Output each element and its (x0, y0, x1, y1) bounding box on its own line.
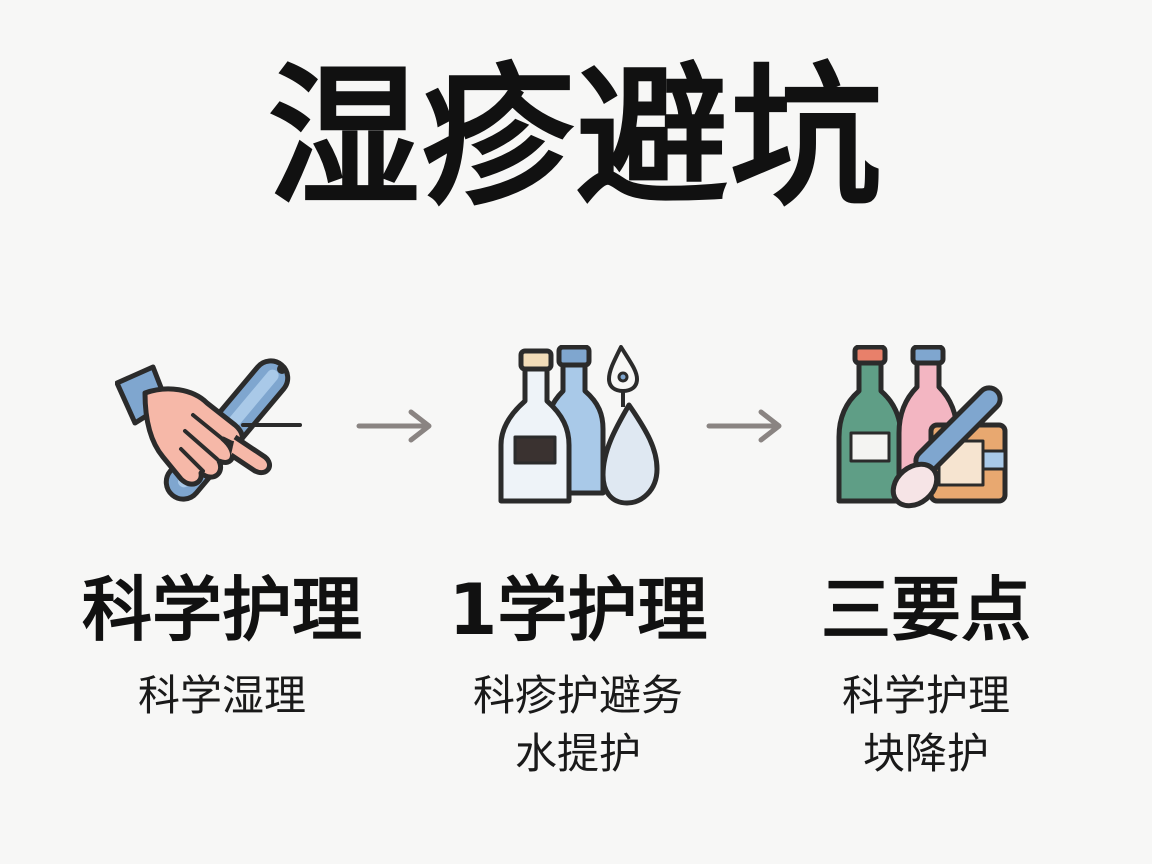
step-2-description: 科疹护避务 水提护 (472, 671, 683, 778)
bottles-and-spatula-icon (835, 345, 1020, 515)
bottles-and-droplet-icon (495, 345, 665, 510)
step-3-description: 科学护理 块降护 (841, 671, 1010, 778)
step-3-title: 三要点 (821, 569, 1031, 651)
hand-holding-tool-icon (115, 345, 315, 515)
arrow-right-icon (705, 408, 785, 448)
arrow-right-icon (355, 408, 435, 448)
page-title: 湿疹避坑 (268, 49, 884, 226)
step-1-title: 科学护理 (82, 569, 362, 651)
step-2-title: 1学护理 (448, 569, 708, 651)
step-1-description: 科学湿理 (137, 671, 306, 720)
